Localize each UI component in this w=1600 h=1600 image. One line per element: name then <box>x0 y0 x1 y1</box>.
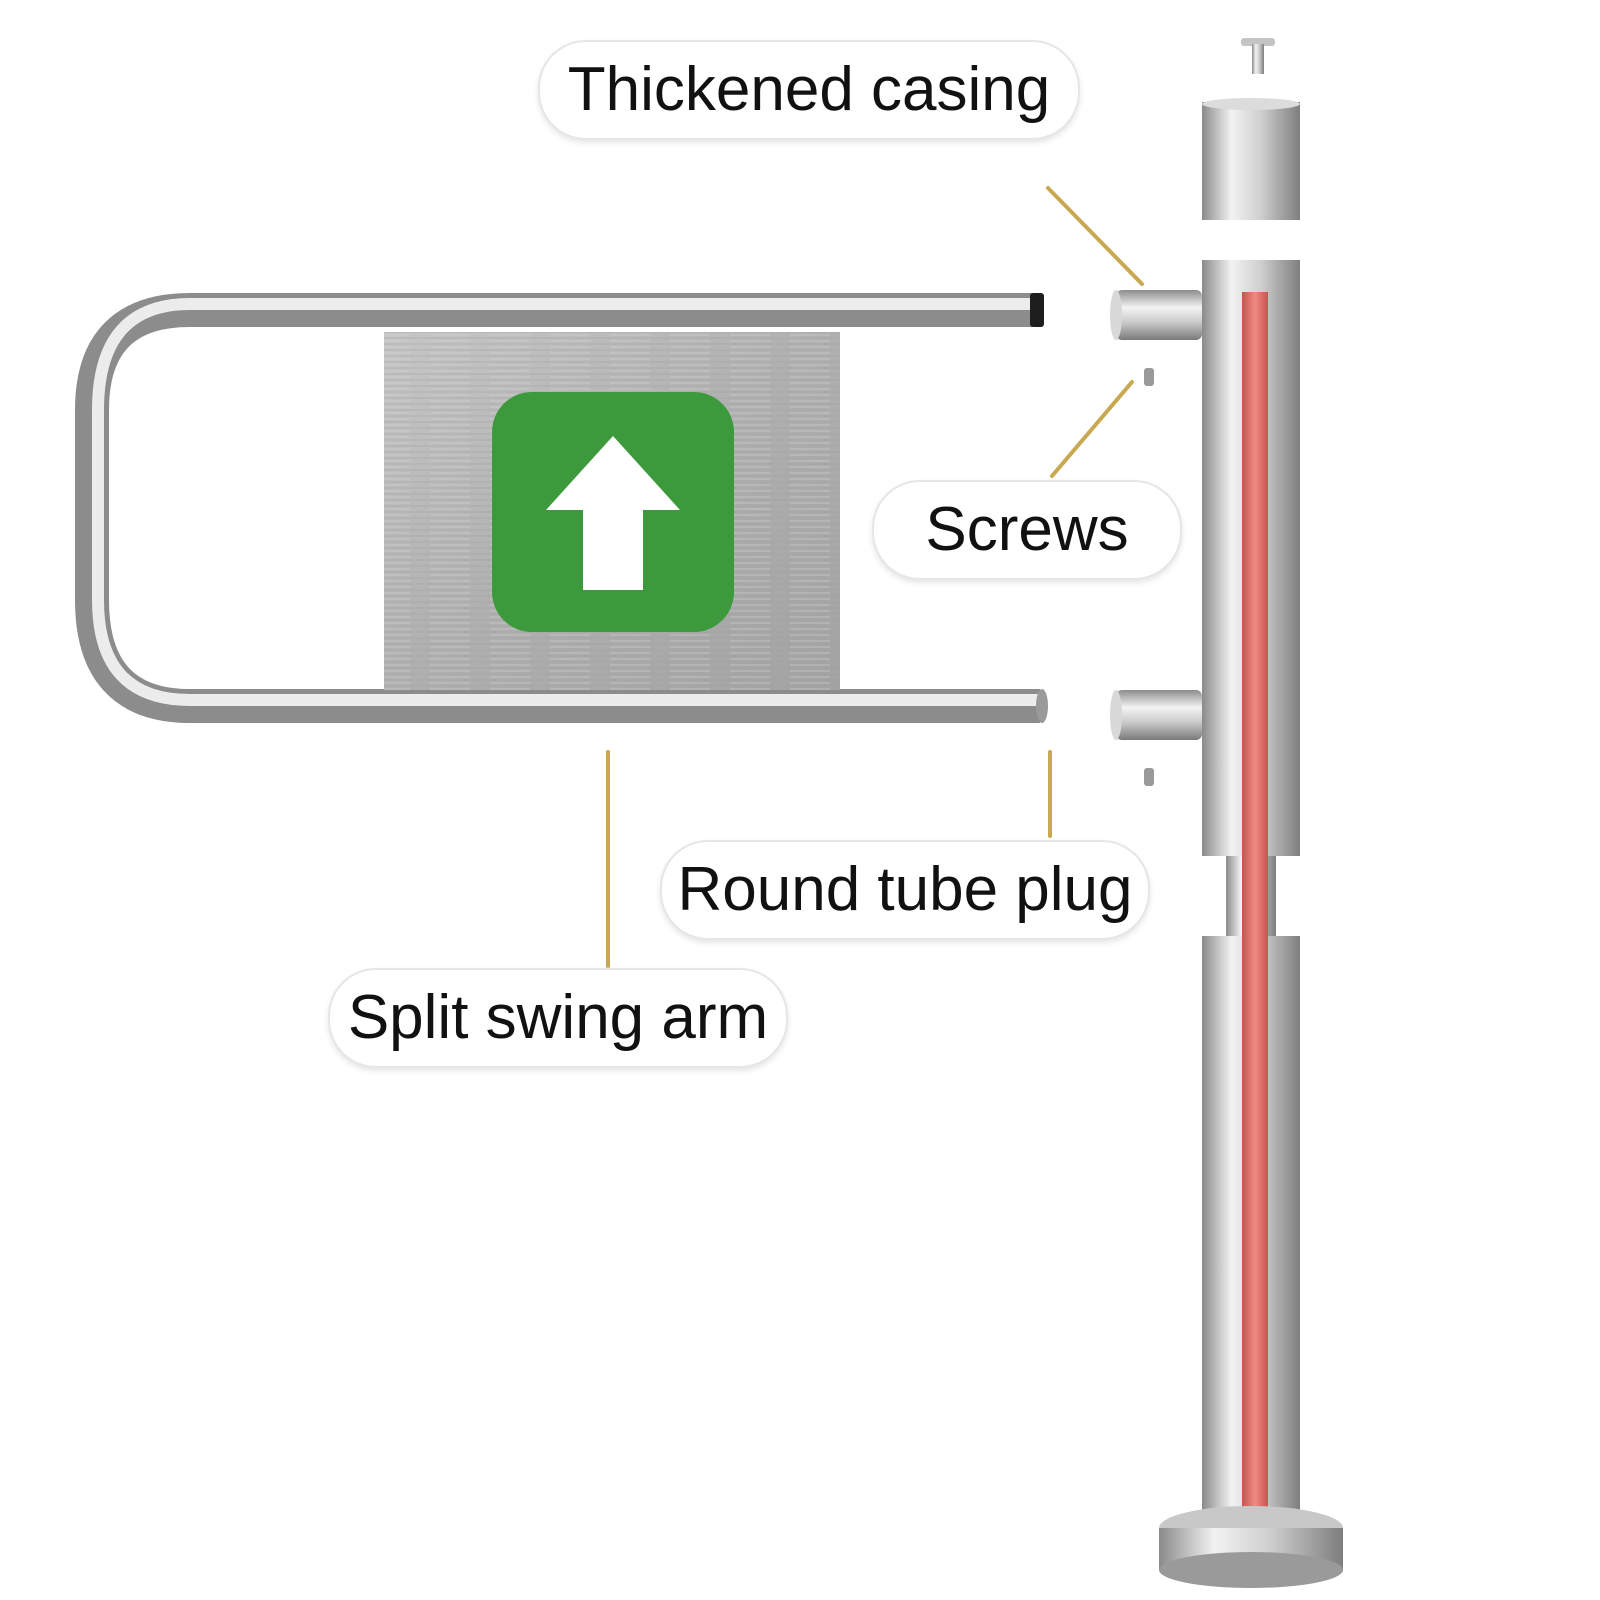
leader-screws <box>1050 380 1134 478</box>
red-reflector-strip <box>1242 292 1268 1520</box>
leader-lines <box>606 186 1144 968</box>
arm-lower-end <box>1036 689 1048 723</box>
callout-round-tube-plug: Round tube plug <box>660 840 1150 940</box>
split-swing-arm <box>75 293 1048 723</box>
callout-split-swing-arm: Split swing arm <box>328 968 788 1068</box>
gate-post <box>1110 38 1343 1588</box>
round-tube-plug <box>1110 690 1202 740</box>
arm-upper-end-cap <box>1030 293 1044 327</box>
green-sign <box>492 392 734 632</box>
top-cap <box>1202 102 1300 220</box>
screw-lower <box>1144 768 1154 786</box>
screw-upper <box>1144 368 1154 386</box>
callout-screws: Screws <box>872 480 1182 580</box>
top-screw <box>1241 38 1275 74</box>
leader-casing <box>1046 186 1144 286</box>
thickened-casing <box>1110 290 1202 340</box>
post-base <box>1159 1506 1343 1588</box>
callout-thickened-casing: Thickened casing <box>538 40 1080 140</box>
up-arrow-icon <box>546 436 680 590</box>
